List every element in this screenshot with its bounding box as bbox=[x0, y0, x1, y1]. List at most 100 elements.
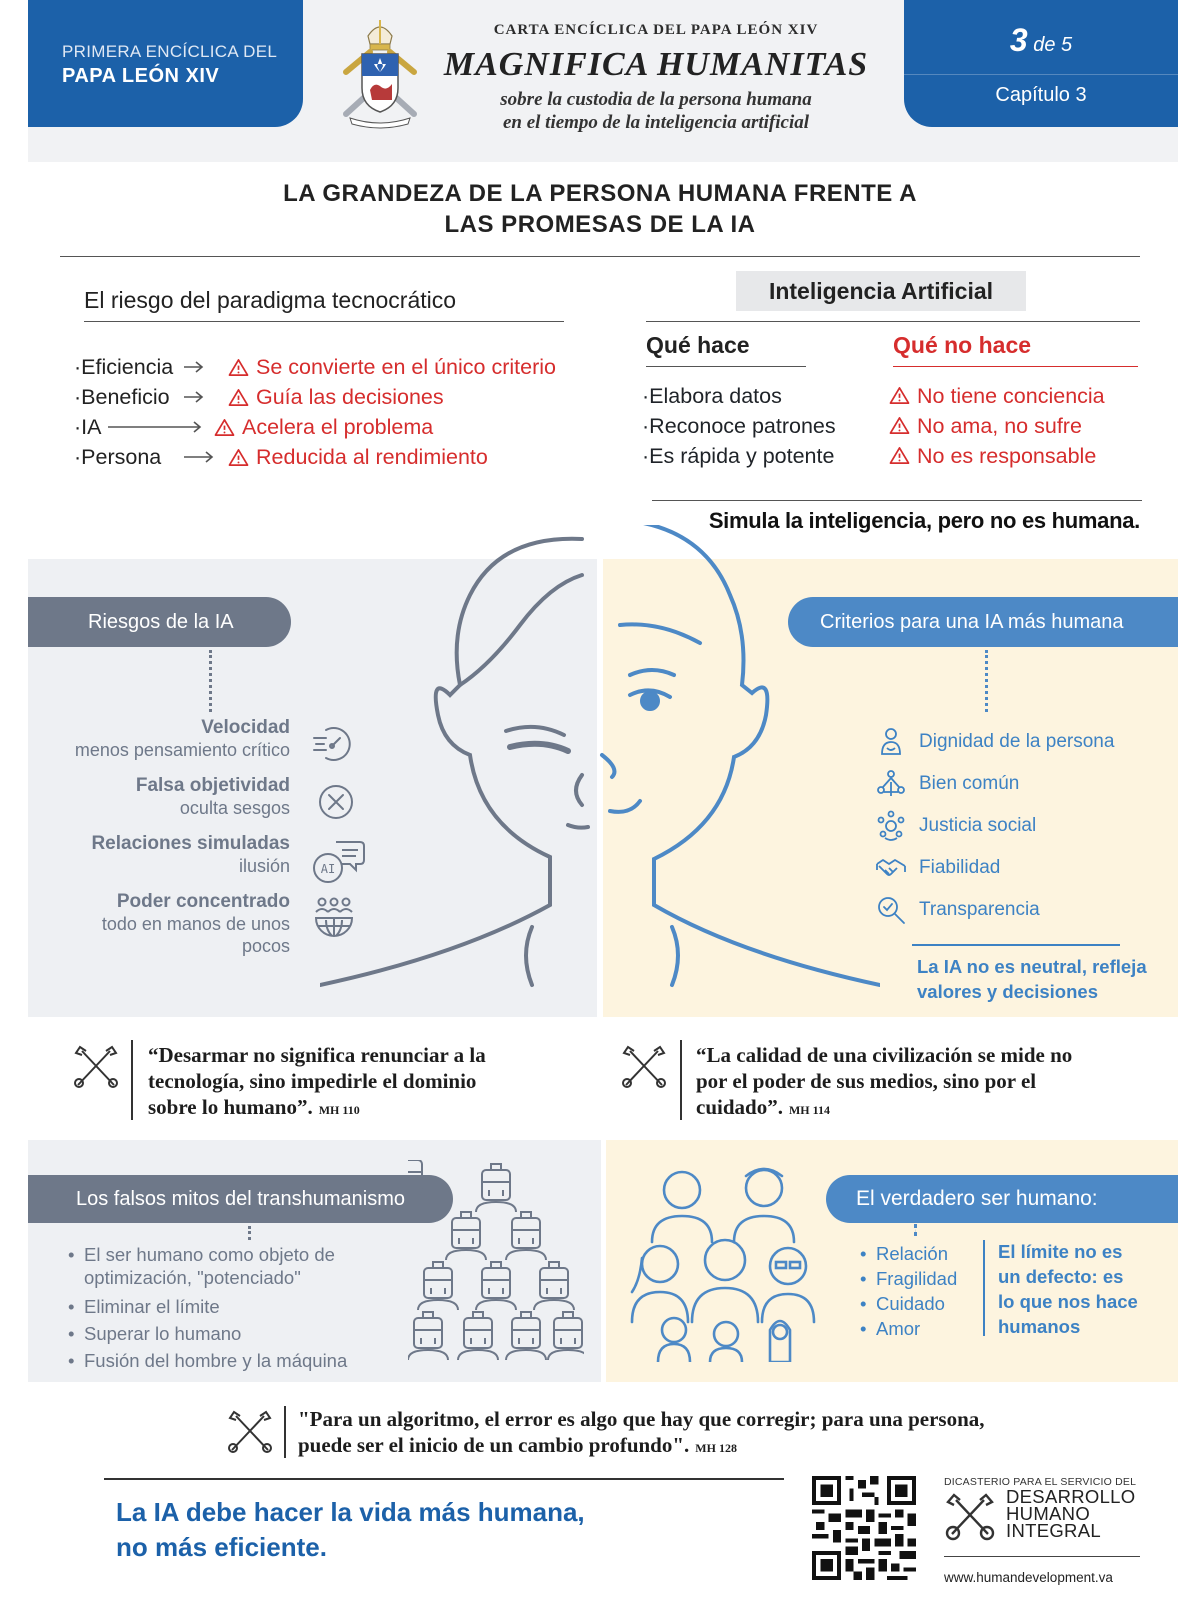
qr-code[interactable] bbox=[812, 1476, 916, 1580]
ai-divider bbox=[646, 321, 1140, 322]
paradigm-result: Reducida al rendimiento bbox=[256, 444, 488, 469]
human-item: Relación bbox=[860, 1243, 948, 1265]
paradigm-row: ·Beneficio Guía las decisiones bbox=[74, 382, 444, 412]
quote-bar bbox=[680, 1040, 682, 1120]
warning-icon bbox=[228, 388, 249, 406]
warning-icon bbox=[214, 418, 235, 436]
quote-bar bbox=[131, 1040, 133, 1120]
ai-chat-icon: AI bbox=[313, 841, 365, 883]
human-note-bar bbox=[983, 1240, 985, 1336]
does-underline bbox=[646, 366, 806, 367]
page-indicator: 3 de 5 bbox=[904, 22, 1178, 59]
page-total: de 5 bbox=[1033, 34, 1073, 56]
paradigm-result: Acelera el problema bbox=[242, 414, 434, 439]
warning-icon bbox=[889, 387, 910, 404]
encyclical-subtitle-line2: en el tiempo de la inteligencia artifici… bbox=[502, 112, 810, 133]
criteria-item: Fiabilidad bbox=[875, 850, 1000, 886]
dicastery-label: DICASTERIO PARA EL SERVICIO DEL bbox=[944, 1476, 1137, 1488]
page-current: 3 bbox=[1009, 22, 1028, 58]
warning-icon bbox=[228, 358, 249, 376]
does-item: ·Reconoce patrones bbox=[642, 414, 836, 438]
doesnt-heading: Qué no hace bbox=[893, 332, 1032, 358]
quote-bar bbox=[284, 1406, 286, 1458]
main-title-line1: LA GRANDEZA DE LA PERSONA HUMANA FRENTE … bbox=[283, 180, 917, 207]
paradigm-term: ·Eficiencia bbox=[74, 354, 174, 379]
title-divider bbox=[60, 256, 1140, 257]
warning-icon bbox=[889, 417, 910, 434]
crossed-keys-icon bbox=[228, 1410, 272, 1453]
quote-algorithm: "Para un algoritmo, el error es algo que… bbox=[298, 1407, 985, 1457]
arrow-right-icon bbox=[184, 361, 204, 373]
paradigm-row: ·Persona Reducida al rendimiento bbox=[74, 442, 488, 472]
human-dotted-connector bbox=[914, 1224, 917, 1236]
paradigm-term: ·IA bbox=[74, 414, 102, 439]
risk-item: Velocidad menos pensamiento crítico bbox=[74, 717, 290, 760]
criteria-heading: Criterios para una IA más humana bbox=[788, 597, 1178, 647]
crossed-keys-logo-icon bbox=[945, 1493, 995, 1541]
chapter-label: Capítulo 3 bbox=[995, 84, 1087, 106]
warning-icon bbox=[228, 448, 249, 466]
risk-item: Relaciones simuladas ilusión bbox=[91, 833, 290, 876]
robot-pyramid-icon bbox=[408, 1160, 584, 1361]
papal-coat-of-arms-icon bbox=[343, 20, 417, 129]
quote-civilization: “La calidad de una civilización se mide … bbox=[696, 1043, 1073, 1119]
criteria-item: Transparencia bbox=[875, 892, 1040, 928]
encyclical-title: MAGNIFICA HUMANITAS bbox=[443, 46, 869, 83]
header-left-line1: PRIMERA ENCÍCLICA DEL bbox=[62, 42, 278, 61]
criteria-note-divider bbox=[912, 944, 1120, 946]
speedometer-icon bbox=[313, 727, 351, 761]
doesnt-underline bbox=[893, 366, 1138, 367]
half-human-half-ai-face-icon bbox=[320, 525, 880, 1020]
myth-item: Fusión del hombre y la máquina bbox=[68, 1349, 347, 1372]
risk-item: Falsa objetividad oculta sesgos bbox=[135, 775, 290, 818]
ai-heading: Inteligencia Artificial bbox=[736, 271, 1026, 311]
magnifier-icon bbox=[878, 897, 905, 924]
paradigm-row: ·IA Acelera el problema bbox=[74, 412, 433, 442]
crossed-keys-icon bbox=[74, 1045, 118, 1088]
human-note: El límite no es un defecto: es lo que no… bbox=[998, 1241, 1138, 1337]
globe-people-icon bbox=[314, 897, 354, 937]
encyclical-label: CARTA ENCÍCLICA DEL PAPA LEÓN XIV bbox=[493, 22, 819, 38]
criteria-dotted-connector bbox=[985, 650, 988, 712]
encyclical-subtitle-line1: sobre la custodia de la persona humana bbox=[500, 89, 812, 110]
does-item: ·Elabora datos bbox=[642, 384, 782, 408]
arrow-right-icon bbox=[184, 391, 204, 403]
does-item: ·Es rápida y potente bbox=[642, 444, 835, 468]
main-title-line2: LAS PROMESAS DE LA IA bbox=[444, 211, 756, 238]
paradigm-result: Se convierte en el único criterio bbox=[256, 354, 556, 379]
human-item: Cuidado bbox=[860, 1293, 945, 1315]
footer-message: La IA debe hacer la vida más humana, no … bbox=[116, 1497, 585, 1562]
svg-text:AI: AI bbox=[321, 862, 335, 876]
arrow-right-icon bbox=[184, 451, 214, 463]
paradigm-term: ·Persona bbox=[74, 444, 162, 469]
crossed-keys-icon bbox=[622, 1045, 666, 1088]
criteria-item: Justicia social bbox=[875, 808, 1036, 844]
arrow-right-icon bbox=[108, 421, 202, 433]
common-good-icon bbox=[877, 770, 905, 796]
myths-heading: Los falsos mitos del transhumanismo bbox=[28, 1175, 453, 1223]
website-link[interactable]: www.humandevelopment.va bbox=[944, 1570, 1113, 1585]
criteria-note: La IA no es neutral, refleja valores y d… bbox=[917, 956, 1147, 1002]
handshake-icon bbox=[876, 859, 906, 876]
x-circle-icon bbox=[319, 785, 353, 819]
doesnt-item: No ama, no sufre bbox=[889, 414, 1082, 439]
ai-bottom-divider bbox=[652, 500, 1142, 501]
doesnt-item: No tiene conciencia bbox=[889, 384, 1105, 409]
does-heading: Qué hace bbox=[646, 332, 750, 358]
warning-icon bbox=[889, 447, 910, 464]
paradigm-term: ·Beneficio bbox=[74, 384, 170, 409]
header-right-tab: 3 de 5 Capítulo 3 bbox=[904, 0, 1178, 127]
ai-summary: Simula la inteligencia, pero no es human… bbox=[708, 508, 1140, 533]
myths-dotted-connector bbox=[248, 1226, 251, 1240]
paradigm-result: Guía las decisiones bbox=[256, 384, 444, 409]
family-group-icon bbox=[630, 1167, 816, 1362]
footer-divider bbox=[104, 1478, 784, 1480]
myth-item: Eliminar el límite bbox=[68, 1295, 220, 1318]
risk-item: Poder concentrado todo en manos de unos … bbox=[101, 891, 290, 956]
risks-dotted-connector bbox=[209, 650, 212, 712]
header-left-line2: PAPA LEÓN XIV bbox=[62, 65, 220, 87]
social-justice-icon bbox=[877, 810, 905, 841]
header-left-tab: PRIMERA ENCÍCLICA DEL PAPA LEÓN XIV bbox=[28, 0, 303, 127]
quote-disarm: “Desarmar no significa renunciar a la te… bbox=[148, 1043, 486, 1119]
myth-item: Superar lo humano bbox=[68, 1322, 241, 1345]
